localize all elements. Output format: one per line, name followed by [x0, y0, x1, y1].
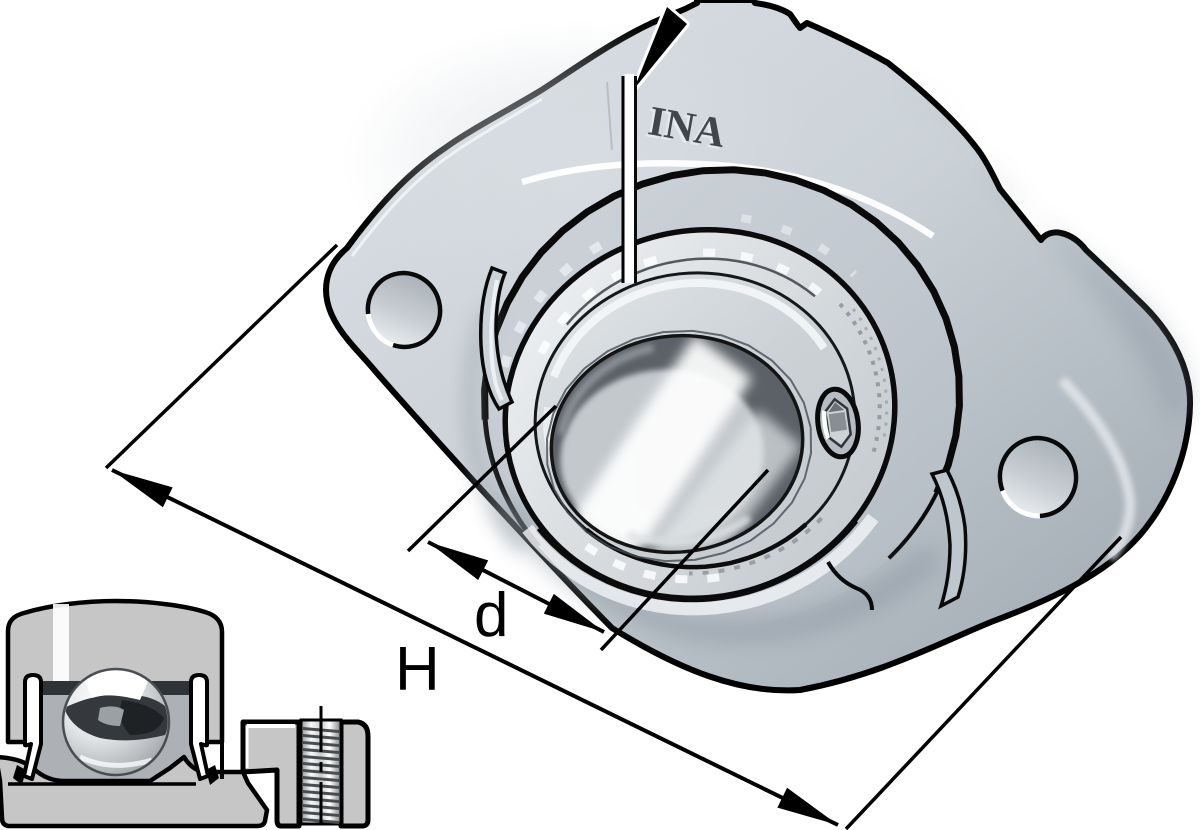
- svg-text:d: d: [474, 581, 508, 650]
- svg-text:H: H: [395, 635, 440, 704]
